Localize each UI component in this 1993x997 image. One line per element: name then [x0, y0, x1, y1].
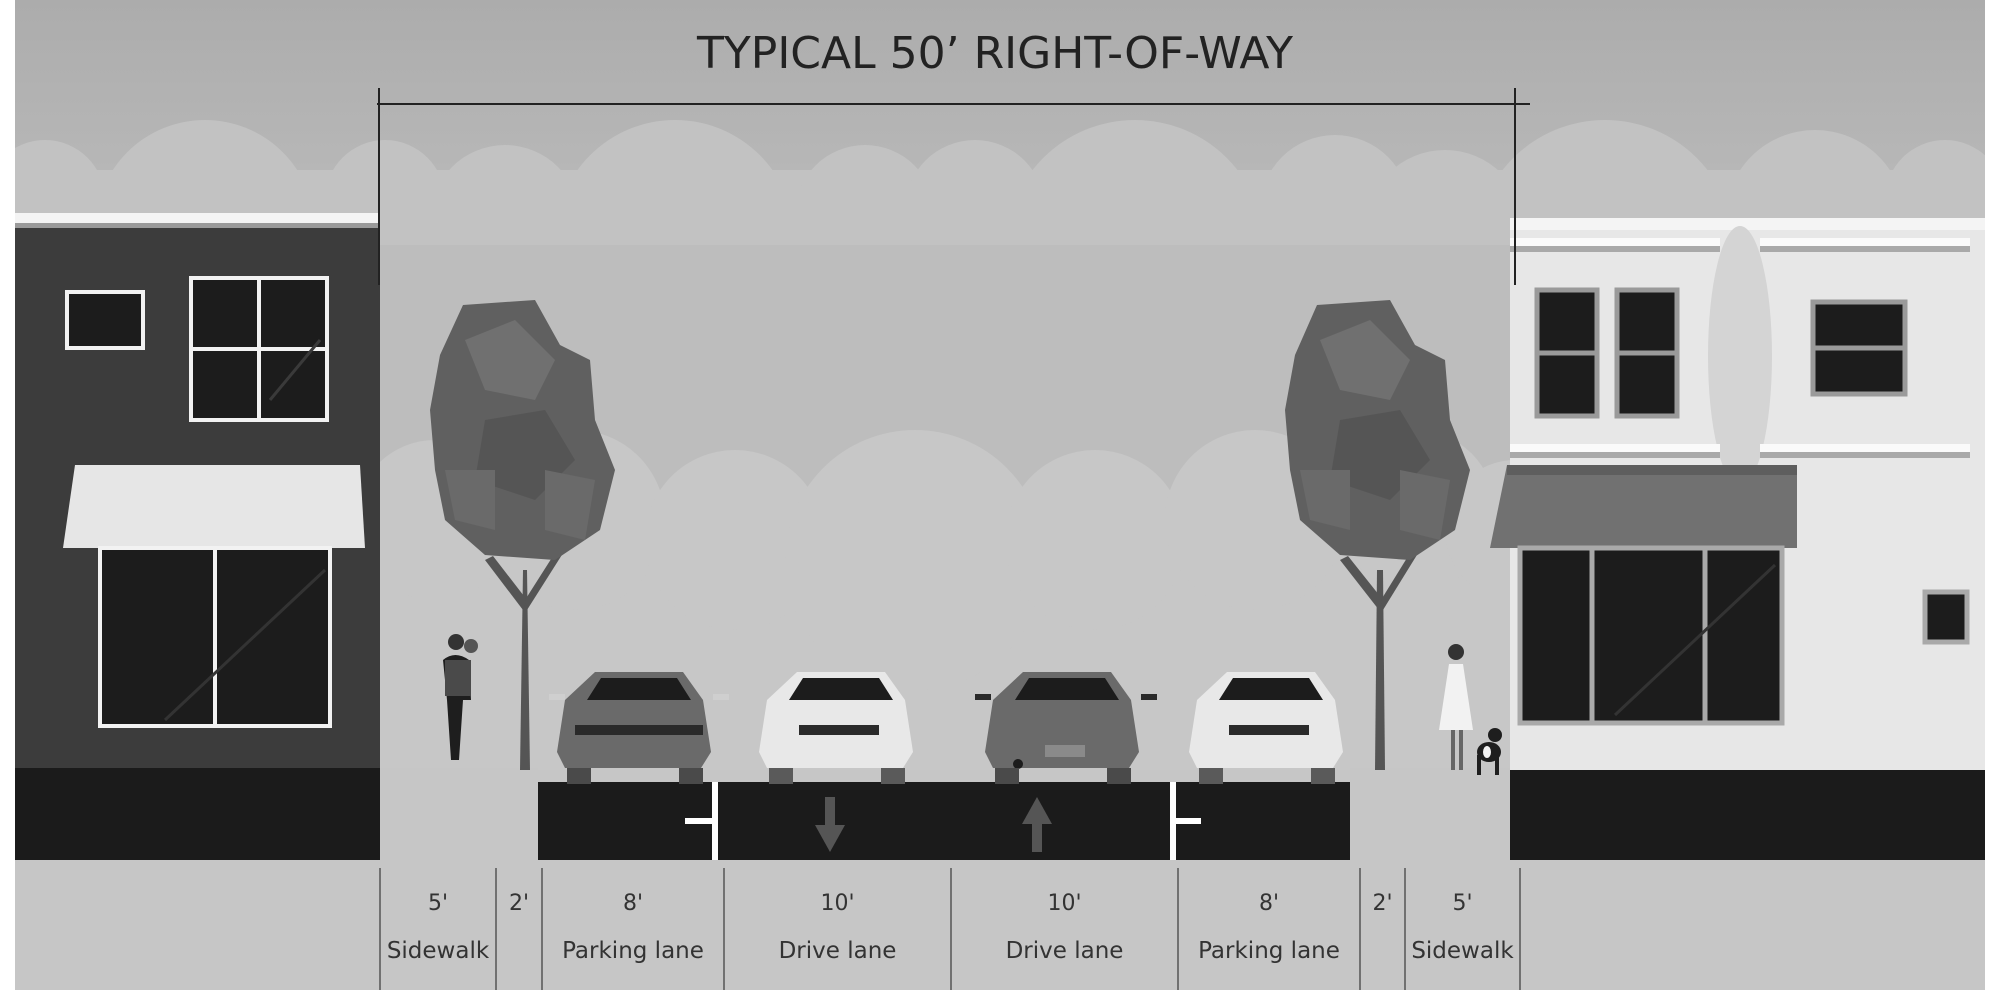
segment-name-label: Sidewalk: [386, 938, 490, 964]
right-awning: [1490, 465, 1797, 548]
segment-name-label: Drive lane: [1005, 938, 1124, 964]
diagram-title: TYPICAL 50’ RIGHT-OF-WAY: [697, 28, 1293, 79]
left-window-grid: [189, 276, 329, 422]
street-surface: [15, 768, 1985, 990]
tree-icon: [430, 300, 615, 770]
right-windows-upper: [1534, 287, 1908, 419]
dimension-dividers: [379, 868, 1521, 990]
left-awning: [63, 465, 365, 548]
car-icon: [975, 672, 1157, 784]
segment-width-label: 8': [622, 891, 644, 916]
segment-width-label: 8': [1258, 891, 1280, 916]
car-icon: [1189, 672, 1343, 784]
segment-name-label: Parking lane: [1198, 938, 1340, 964]
street-section-diagram: TYPICAL 50’ RIGHT-OF-WAY 5' 2' 8' 10' 10…: [15, 0, 1985, 990]
right-storefront: [1517, 545, 1785, 726]
right-of-way-bracket: [377, 88, 1530, 285]
segment-name-label: Sidewalk: [1411, 938, 1514, 964]
segment-width-label: 5': [427, 891, 449, 916]
segment-name-label: Drive lane: [778, 938, 897, 964]
segment-width-label: 2': [1372, 891, 1393, 916]
arrow-up-icon: [1022, 797, 1052, 852]
dog-icon: [1477, 728, 1502, 775]
right-building: [1490, 218, 1985, 860]
segment-width-label: 5': [1452, 891, 1473, 916]
segment-width-label: 10': [1047, 891, 1082, 916]
left-building: [15, 213, 380, 860]
car-icon: [549, 672, 729, 784]
segment-name-label: Parking lane: [562, 938, 704, 964]
left-storefront: [98, 546, 332, 728]
car-icon: [759, 672, 913, 784]
tree-icon: [1285, 300, 1470, 770]
pedestrian-icon: [443, 634, 478, 760]
pedestrian-icon: [1439, 644, 1473, 770]
segment-width-label: 2': [508, 891, 530, 916]
segment-width-label: 10': [820, 891, 855, 916]
arrow-down-icon: [815, 797, 845, 852]
street-illustration: [15, 88, 1985, 990]
